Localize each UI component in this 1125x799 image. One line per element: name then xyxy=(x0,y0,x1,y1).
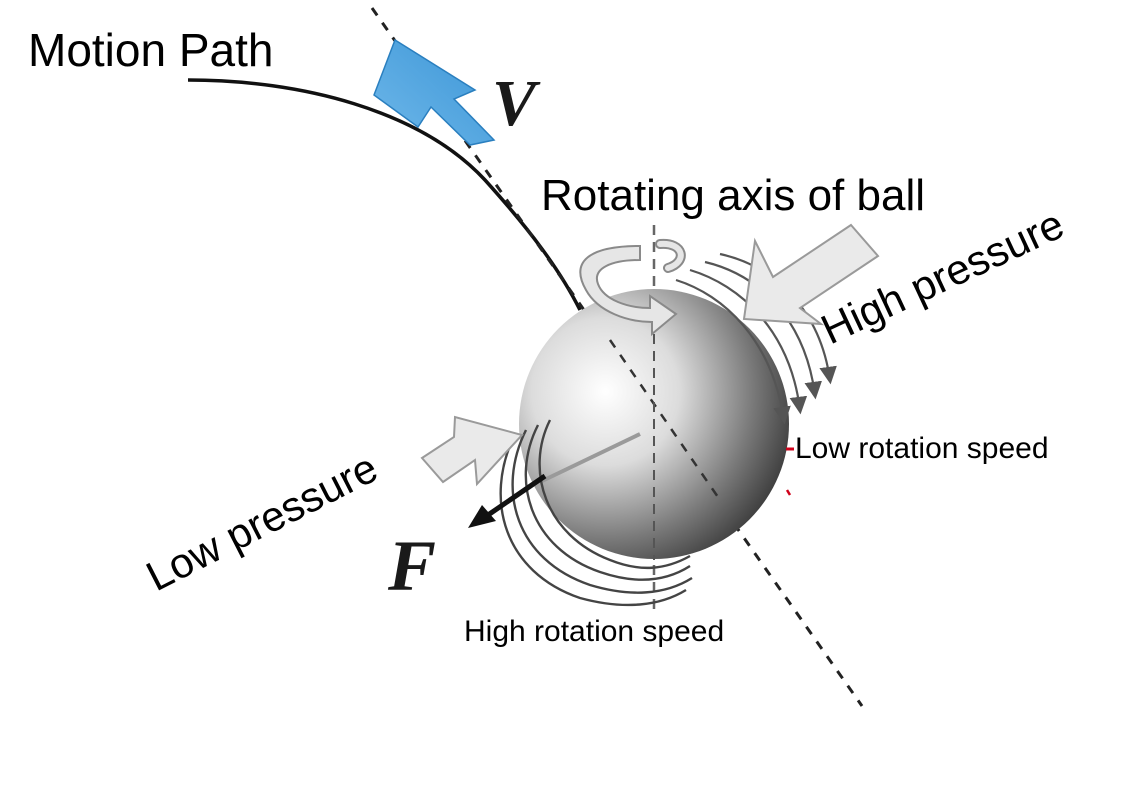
high-pressure-label: High pressure xyxy=(814,200,1071,353)
tangent-dashed-line xyxy=(370,7,864,707)
velocity-symbol: V xyxy=(492,67,541,140)
red-marker-2 xyxy=(785,489,792,496)
force-arrow-shaft xyxy=(486,473,547,518)
low-pressure-label: Low pressure xyxy=(139,444,385,600)
low-rotation-speed-label: Low rotation speed xyxy=(795,432,1049,465)
force-symbol: F xyxy=(387,526,436,606)
force-arrow-icon xyxy=(468,505,496,528)
curved-rotation-arrow-icon xyxy=(579,238,686,337)
ball-radius-line xyxy=(539,432,641,484)
low-pressure-arrow-icon xyxy=(420,415,524,487)
high-pressure-arrow-icon xyxy=(742,223,880,326)
rotating-axis-label: Rotating axis of ball xyxy=(541,171,925,220)
tangent-dashed-over-ball xyxy=(608,339,722,501)
velocity-arrow-icon xyxy=(373,38,496,146)
high-rotation-speed-label: High rotation speed xyxy=(464,615,724,648)
motion-path-label: Motion Path xyxy=(28,24,273,76)
airflow-lines-left xyxy=(499,419,693,607)
